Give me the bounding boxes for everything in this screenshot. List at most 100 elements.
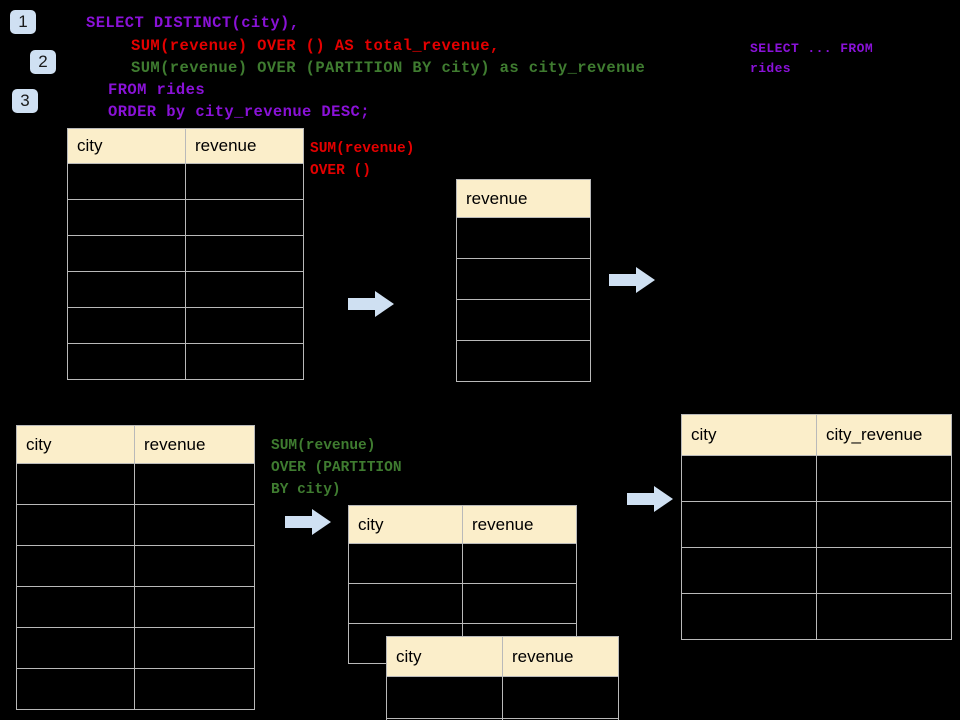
arrow-bottom-left xyxy=(285,508,331,536)
table-row xyxy=(681,547,952,594)
table-cell-revenue xyxy=(134,586,255,628)
table-cell-revenue xyxy=(456,340,591,382)
table-cell-city xyxy=(16,668,135,710)
table-cell-city_revenue xyxy=(816,593,952,640)
sql-line-1: SELECT DISTINCT(city), xyxy=(86,14,300,32)
table-row xyxy=(348,543,577,584)
arrow-bottom-right xyxy=(627,485,673,513)
sql-line-5: ORDER by city_revenue DESC; xyxy=(108,103,370,121)
table-cell-revenue xyxy=(185,235,304,272)
table-cell-city xyxy=(386,676,503,719)
table-cell-city xyxy=(681,547,817,594)
table-cell-revenue xyxy=(134,627,255,669)
caption-over-partition-line-2: OVER (PARTITION xyxy=(271,460,402,476)
caption-over-empty-line-1: SUM(revenue) xyxy=(310,141,415,157)
sql-line-3: SUM(revenue) OVER (PARTITION BY city) as… xyxy=(131,59,646,77)
sql-side-note-line-1: SELECT ... FROM xyxy=(750,41,874,56)
table-cell-city xyxy=(67,235,186,272)
table-row xyxy=(16,504,255,546)
table-row xyxy=(681,501,952,548)
table-row xyxy=(456,258,591,300)
column-header-city: city xyxy=(348,505,463,544)
column-header-revenue: revenue xyxy=(462,505,577,544)
table-row xyxy=(67,271,304,308)
table-cell-revenue xyxy=(134,504,255,546)
sql-line-4: FROM rides xyxy=(108,81,206,99)
table-cell-revenue xyxy=(134,668,255,710)
column-header-city: city xyxy=(16,425,135,464)
step-badge-1: 1 xyxy=(10,10,36,34)
table-row xyxy=(681,455,952,502)
column-header-revenue: revenue xyxy=(185,128,304,164)
table-row xyxy=(348,583,577,624)
table-cell-city_revenue xyxy=(816,501,952,548)
table-cell-city xyxy=(681,455,817,502)
table-cell-city xyxy=(16,586,135,628)
table-cell-city xyxy=(67,271,186,308)
table-cell-city xyxy=(16,463,135,505)
table-cell-revenue xyxy=(456,299,591,341)
table-cell-city xyxy=(67,343,186,380)
table-cell-city xyxy=(348,543,463,584)
step-badge-3: 3 xyxy=(12,89,38,113)
table-cell-revenue xyxy=(462,583,577,624)
table-cell-city_revenue xyxy=(816,547,952,594)
caption-over-partition-line-3: BY city) xyxy=(271,482,341,498)
table-cell-city xyxy=(681,593,817,640)
table-cell-revenue xyxy=(502,676,619,719)
table-row xyxy=(456,299,591,341)
table-header-row: revenue xyxy=(456,179,591,218)
table-row xyxy=(16,586,255,628)
table-cell-revenue xyxy=(185,343,304,380)
table-cell-revenue xyxy=(185,163,304,200)
table-cell-city xyxy=(67,199,186,236)
table-cell-city xyxy=(67,163,186,200)
arrow-top-right xyxy=(609,266,655,294)
total-revenue-table: revenue xyxy=(456,179,591,382)
table-row xyxy=(386,676,619,719)
table-row xyxy=(16,668,255,710)
table-cell-revenue xyxy=(134,463,255,505)
column-header-city: city xyxy=(681,414,817,456)
table-cell-city xyxy=(16,627,135,669)
column-header-city_revenue: city_revenue xyxy=(816,414,952,456)
table-cell-revenue xyxy=(134,545,255,587)
table-row xyxy=(386,718,619,720)
column-header-revenue: revenue xyxy=(134,425,255,464)
table-cell-city_revenue xyxy=(816,455,952,502)
table-cell-city xyxy=(348,583,463,624)
table-cell-revenue xyxy=(185,271,304,308)
table-row xyxy=(67,235,304,272)
arrow-top-left xyxy=(348,290,394,318)
column-header-revenue: revenue xyxy=(456,179,591,218)
column-header-revenue: revenue xyxy=(502,636,619,677)
table-cell-city xyxy=(16,504,135,546)
table-row xyxy=(16,545,255,587)
sql-line-2: SUM(revenue) OVER () AS total_revenue, xyxy=(131,37,500,55)
table-cell-revenue xyxy=(456,258,591,300)
table-cell-city xyxy=(16,545,135,587)
table-row xyxy=(67,199,304,236)
table-row xyxy=(67,307,304,344)
caption-over-partition: SUM(revenue) OVER (PARTITION BY city) xyxy=(271,435,402,501)
caption-over-empty-line-2: OVER () xyxy=(310,163,371,179)
table-row xyxy=(16,627,255,669)
step-badge-2: 2 xyxy=(30,50,56,74)
column-header-city: city xyxy=(67,128,186,164)
caption-over-empty: SUM(revenue) OVER () xyxy=(310,138,414,182)
table-row xyxy=(681,593,952,640)
table-cell-revenue xyxy=(185,307,304,344)
table-row xyxy=(456,340,591,382)
table-row xyxy=(16,463,255,505)
caption-over-partition-line-1: SUM(revenue) xyxy=(271,438,376,454)
